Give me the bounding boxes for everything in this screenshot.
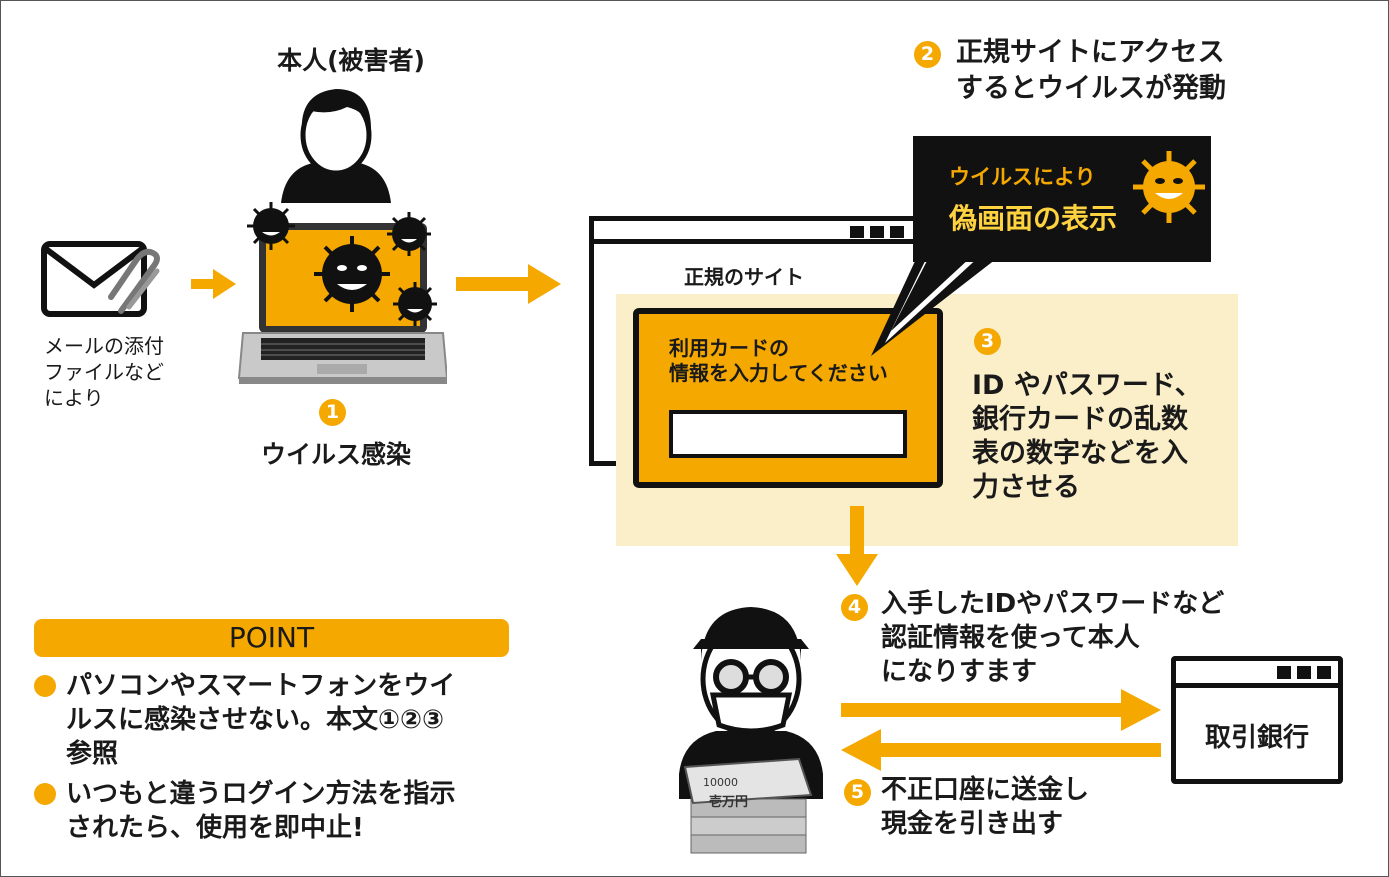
mail-caption: メールの添付 ファイルなど により <box>44 333 164 411</box>
point-item-line: パソコンやスマートフォンをウイ <box>66 671 456 701</box>
bullet-icon <box>34 783 56 805</box>
step4-line: 認証情報を使って本人 <box>881 623 1140 653</box>
paperclip-icon <box>108 248 160 314</box>
fake-form-text: 利用カードの 情報を入力してください <box>669 336 888 386</box>
popup-line2: 偽画面の表示 <box>949 202 1118 235</box>
point-item-line: ルスに感染させない。本文①②③ <box>66 705 445 735</box>
step4-line: 入手したIDやパスワードなど <box>881 589 1225 619</box>
window-control-icon <box>1277 666 1291 679</box>
window-control-icon <box>890 226 904 238</box>
legit-site-title: 正規のサイト <box>684 265 804 289</box>
step4-line: になりすます <box>881 657 1038 687</box>
victim-person-icon <box>281 89 391 203</box>
step3-line: 銀行カードの乱数 <box>972 404 1188 435</box>
step3-line: 力させる <box>972 472 1080 503</box>
step4-badge: 4 <box>841 594 868 621</box>
mask-icon <box>709 692 793 734</box>
money-note-text: 壱万円 <box>709 795 749 810</box>
money-note-value: 10000 <box>703 776 738 789</box>
mail-caption-line: ファイルなど <box>44 360 164 384</box>
step2-line: するとウイルスが発動 <box>956 73 1226 104</box>
arrow-mail-to-laptop <box>191 269 236 299</box>
window-control-icon <box>1297 666 1311 679</box>
window-control-icon <box>850 226 864 238</box>
victim-title: 本人(被害者) <box>277 46 425 75</box>
mail-envelope-icon <box>41 241 160 317</box>
bank-title-bar <box>1176 661 1338 688</box>
money-stack-icon <box>683 757 813 854</box>
step5-badge: 5 <box>844 779 871 806</box>
point-item: いつもと違うログイン方法を指示 されたら、使用を即中止! <box>34 777 514 845</box>
sunglasses-icon <box>713 659 789 695</box>
step2-line: 正規サイトにアクセス <box>956 37 1225 68</box>
step3-badge: 3 <box>974 328 1001 355</box>
arrow-laptop-to-site <box>456 264 561 304</box>
fake-form-line: 情報を入力してください <box>669 361 888 385</box>
step5-line: 現金を引き出す <box>881 809 1064 839</box>
step3-text: ID やパスワード、 銀行カードの乱数 表の数字などを入 力させる <box>972 369 1202 505</box>
step2-text: 正規サイトにアクセス するとウイルスが発動 <box>956 35 1226 107</box>
bank-label: 取引銀行 <box>1204 723 1309 753</box>
point-item-line: 参照 <box>66 739 119 769</box>
arrow-bank-to-criminal <box>841 729 1161 771</box>
step1-badge: 1 <box>319 399 346 426</box>
step1-label: ウイルス感染 <box>260 440 411 469</box>
bullet-icon <box>34 675 56 697</box>
yellow-virus-icon <box>1133 151 1205 223</box>
virus-icon <box>314 236 390 312</box>
fake-input-field[interactable] <box>669 410 907 458</box>
step3-line: 表の数字などを入 <box>972 438 1188 469</box>
virus-icon <box>387 212 431 256</box>
popup-line1: ウイルスにより <box>949 165 1096 189</box>
arrow-criminal-to-bank <box>841 689 1161 731</box>
virus-icon <box>247 202 295 250</box>
step5-text: 不正口座に送金し 現金を引き出す <box>881 773 1089 841</box>
point-item-line: いつもと違うログイン方法を指示 <box>66 779 456 809</box>
fake-input-screen: 利用カードの 情報を入力してください <box>633 308 943 488</box>
criminal-person-icon <box>679 607 823 854</box>
mail-caption-line: メールの添付 <box>44 334 164 358</box>
step5-line: 不正口座に送金し <box>881 775 1090 805</box>
step3-line: ID やパスワード、 <box>972 370 1202 401</box>
arrow-down-to-step4 <box>836 506 878 586</box>
point-item: パソコンやスマートフォンをウイ ルスに感染させない。本文①②③ 参照 <box>34 669 514 771</box>
fake-form-line: 利用カードの <box>669 336 789 360</box>
virus-icon <box>393 282 437 326</box>
window-control-icon <box>870 226 884 238</box>
mail-caption-line: により <box>44 386 104 410</box>
point-item-line: されたら、使用を即中止! <box>66 813 364 843</box>
point-list: パソコンやスマートフォンをウイ ルスに感染させない。本文①②③ 参照 いつもと違… <box>34 669 514 845</box>
window-title-bar <box>594 221 934 244</box>
point-title: POINT <box>228 621 315 654</box>
point-header: POINT <box>34 619 509 657</box>
infected-laptop-icon <box>237 202 447 384</box>
step2-badge: 2 <box>914 41 941 68</box>
window-control-icon <box>1317 666 1331 679</box>
bank-window: 取引銀行 <box>1171 656 1343 784</box>
step4-text: 入手したIDやパスワードなど 認証情報を使って本人 になりすます <box>881 587 1224 689</box>
